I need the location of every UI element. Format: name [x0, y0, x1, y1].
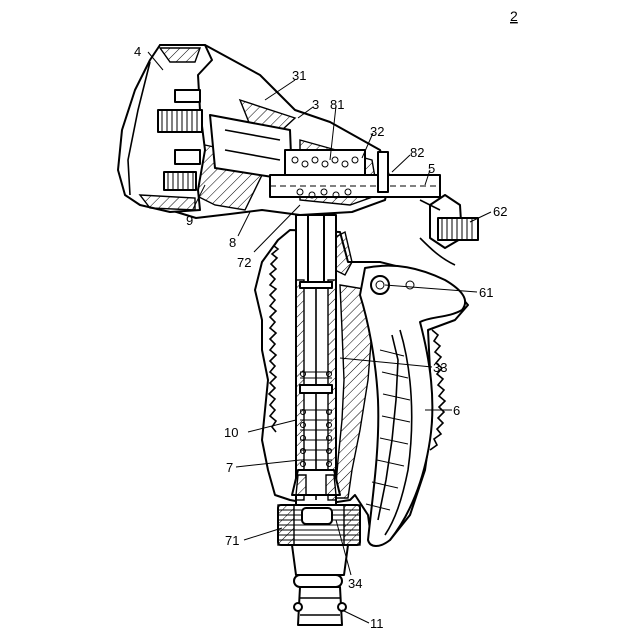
ref-10: 10 — [224, 425, 238, 440]
hose-connector — [278, 505, 360, 625]
ref-7: 7 — [226, 460, 233, 475]
ref-71: 71 — [225, 533, 239, 548]
ref-4: 4 — [134, 44, 141, 59]
ref-8: 8 — [229, 235, 236, 250]
ref-34: 34 — [348, 576, 362, 591]
ref-6: 6 — [453, 403, 460, 418]
ref-82: 82 — [410, 145, 424, 160]
ref-5: 5 — [428, 161, 435, 176]
ref-3: 3 — [312, 97, 319, 112]
figure-number: 2 — [510, 8, 518, 24]
ref-72: 72 — [237, 255, 251, 270]
ref-33: 33 — [433, 360, 447, 375]
ref-11: 11 — [370, 616, 384, 631]
valve-tube — [292, 215, 340, 505]
ref-81: 81 — [330, 97, 344, 112]
ref-32: 32 — [370, 124, 384, 139]
ref-61: 61 — [479, 285, 493, 300]
ref-62: 62 — [493, 204, 507, 219]
ref-31: 31 — [292, 68, 306, 83]
nozzle-head — [118, 45, 212, 212]
ref-9: 9 — [186, 213, 193, 228]
